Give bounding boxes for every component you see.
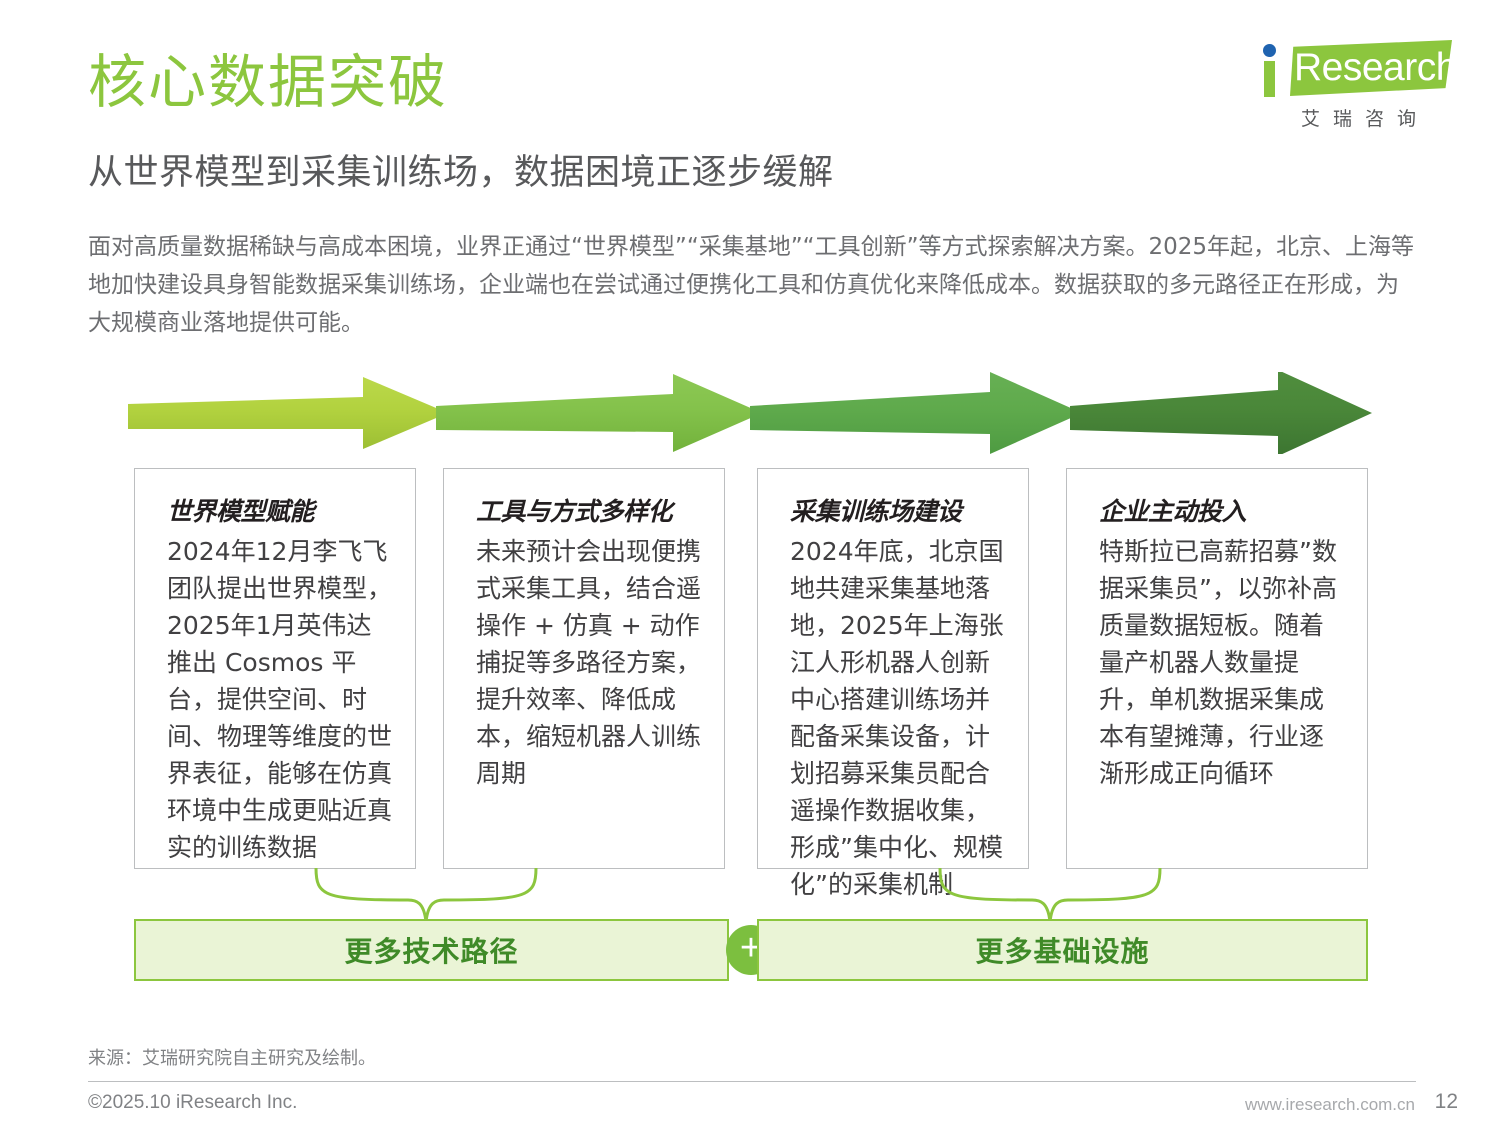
- page-subtitle: 从世界模型到采集训练场，数据困境正逐步缓解: [88, 153, 834, 193]
- summary-bar-more-infrastructure[interactable]: 更多基础设施: [757, 919, 1368, 981]
- card-enterprise-investment: 企业主动投入 特斯拉已高薪招募”数据采集员”，以弥补高质量数据短板。随着量产机器…: [1066, 468, 1368, 869]
- card-title: 企业主动投入: [1099, 497, 1247, 526]
- summary-bar-label: 更多技术路径: [344, 935, 519, 968]
- summary-bar-label: 更多基础设施: [975, 935, 1150, 968]
- logo-wordmark: Research: [1294, 46, 1457, 89]
- card-title: 采集训练场建设: [790, 497, 962, 526]
- brace-connectors-svg: [314, 867, 1162, 924]
- brace-connectors: [128, 866, 1372, 924]
- arrow-stage-2: [436, 374, 762, 452]
- card-title: 工具与方式多样化: [476, 497, 673, 526]
- logo-chinese-name: 艾瑞咨询: [1300, 108, 1429, 130]
- card-tools-diversity: 工具与方式多样化 未来预计会出现便携式采集工具，结合遥操作 + 仿真 + 动作捕…: [443, 468, 725, 869]
- logo-letter-i-dot-icon: [1263, 44, 1276, 57]
- summary-bar-more-tech-paths[interactable]: 更多技术路径: [134, 919, 729, 981]
- card-body: 2024年底，北京国地共建采集基地落地，2025年上海张江人形机器人创新中心搭建…: [790, 537, 1004, 899]
- logo-letter-i-stem: [1264, 61, 1275, 97]
- arrow-stage-4: [1070, 370, 1372, 456]
- source-note: 来源：艾瑞研究院自主研究及绘制。: [88, 1048, 376, 1069]
- card-body: 特斯拉已高薪招募”数据采集员”，以弥补高质量数据短板。随着量产机器人数量提升，单…: [1099, 537, 1337, 788]
- copyright-text: ©2025.10 iResearch Inc.: [88, 1092, 298, 1113]
- progression-arrow-band: [128, 370, 1372, 456]
- arrow-stage-3: [750, 372, 1082, 454]
- card-body: 未来预计会出现便携式采集工具，结合遥操作 + 仿真 + 动作捕捉等多路径方案，提…: [476, 537, 702, 788]
- card-body: 2024年12月李飞飞团队提出世界模型，2025年1月英伟达推出 Cosmos …: [167, 537, 393, 862]
- iresearch-logo: Research 艾瑞咨询: [1256, 34, 1457, 138]
- card-world-model: 世界模型赋能 2024年12月李飞飞团队提出世界模型，2025年1月英伟达推出 …: [134, 468, 416, 869]
- card-training-ground: 采集训练场建设 2024年底，北京国地共建采集基地落地，2025年上海张江人形机…: [757, 468, 1029, 899]
- arrow-stage-1: [128, 377, 448, 449]
- page-number: 12: [1434, 1090, 1458, 1113]
- logo-plate-shape: [1290, 40, 1452, 96]
- footer-divider: [88, 1081, 1416, 1082]
- logo-mark: Research: [1256, 34, 1457, 102]
- page-title: 核心数据突破: [88, 48, 449, 116]
- arrow-band-svg: [128, 370, 1372, 456]
- lede-paragraph: 面对高质量数据稀缺与高成本困境，业界正通过“世界模型”“采集基地”“工具创新”等…: [88, 234, 1415, 336]
- website-url: www.iresearch.com.cn: [1244, 1095, 1415, 1114]
- card-title: 世界模型赋能: [167, 497, 315, 526]
